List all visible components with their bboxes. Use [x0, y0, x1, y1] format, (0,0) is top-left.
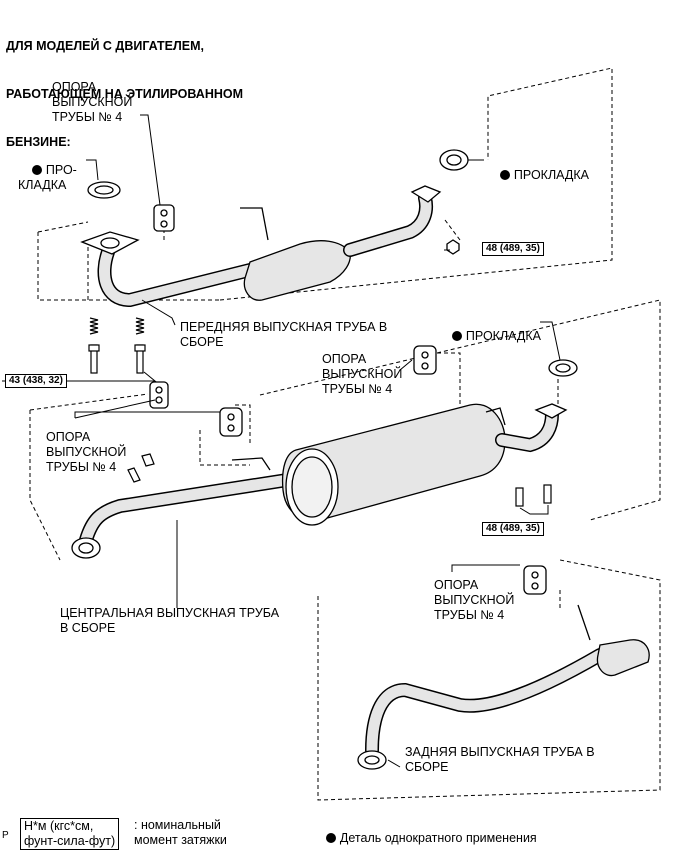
gasket-mid-right	[548, 359, 578, 377]
corner-mark: P	[2, 830, 9, 841]
label-gasket-left: ПРО- КЛАДКА	[18, 148, 77, 208]
heading: ДЛЯ МОДЕЛЕЙ С ДВИГАТЕЛЕМ, РАБОТАЮЩЕМ НА …	[6, 6, 243, 182]
gasket-left	[87, 181, 121, 199]
nut-top-right	[446, 239, 460, 255]
bolts-middle	[127, 453, 552, 507]
heading-line-2: РАБОТАЮЩЕМ НА ЭТИЛИРОВАННОМ	[6, 87, 244, 101]
label-support-mid-right: ОПОРА ВЫПУСКНОЙ ТРУБЫ № 4	[322, 352, 403, 396]
label-gasket-top-right-text: ПРОКЛАДКА	[513, 168, 589, 182]
label-center-pipe: ЦЕНТРАЛЬНАЯ ВЫПУСКНАЯ ТРУБА В СБОРЕ	[60, 606, 280, 635]
label-gasket-left-text: ПРО- КЛАДКА	[18, 163, 77, 192]
label-support-bottom: ОПОРА ВЫПУСКНОЙ ТРУБЫ № 4	[434, 578, 515, 622]
label-gasket-mid-right: ПРОКЛАДКА	[438, 314, 541, 359]
dashed-frames	[29, 67, 661, 801]
support-mid-left-b	[219, 407, 243, 437]
front-pipe-assembly	[80, 185, 442, 308]
label-gasket-top-right: ПРОКЛАДКА	[486, 153, 589, 198]
torque-badge-1: 48 (489, 35)	[482, 242, 544, 256]
label-support-mid-left: ОПОРА ВЫПУСКНОЙ ТРУБЫ № 4	[46, 430, 127, 474]
legend-torque-box: Н*м (кгс*см, фунт-сила-фут)	[20, 818, 120, 850]
support-mid-right	[413, 345, 437, 375]
torque-badge-2: 43 (438, 32)	[5, 374, 67, 388]
legend-torque-desc: : номинальный момент затяжки	[134, 818, 227, 847]
legend-single-use: Деталь однократного применения	[312, 816, 537, 861]
leader-lines	[2, 114, 561, 768]
center-pipe-assembly	[71, 403, 568, 559]
tail-pipe-assembly	[357, 604, 650, 770]
single-use-dot-icon	[31, 165, 42, 175]
single-use-dot-icon	[499, 170, 510, 180]
label-gasket-mid-right-text: ПРОКЛАДКА	[465, 329, 541, 343]
support-mid-left-a	[149, 381, 169, 409]
heading-line-3: БЕНЗИНЕ:	[6, 135, 71, 149]
heading-line-1: ДЛЯ МОДЕЛЕЙ С ДВИГАТЕЛЕМ,	[6, 39, 204, 53]
label-support-top: ОПОРА ВЫПУСКНОЙ ТРУБЫ № 4	[52, 80, 133, 124]
support-bottom	[523, 565, 547, 595]
label-front-pipe: ПЕРЕДНЯЯ ВЫПУСКНАЯ ТРУБА В СБОРЕ	[180, 320, 388, 349]
springs-bolts-left	[88, 317, 146, 374]
legend-single-use-text: Деталь однократного применения	[339, 831, 537, 845]
gasket-top-right	[439, 149, 469, 171]
single-use-dot-icon	[325, 833, 336, 843]
torque-badge-3: 48 (489, 35)	[482, 522, 544, 536]
single-use-dot-icon	[451, 331, 462, 341]
support-top	[153, 204, 175, 232]
label-tail-pipe: ЗАДНЯЯ ВЫПУСКНАЯ ТРУБА В СБОРЕ	[405, 745, 595, 774]
